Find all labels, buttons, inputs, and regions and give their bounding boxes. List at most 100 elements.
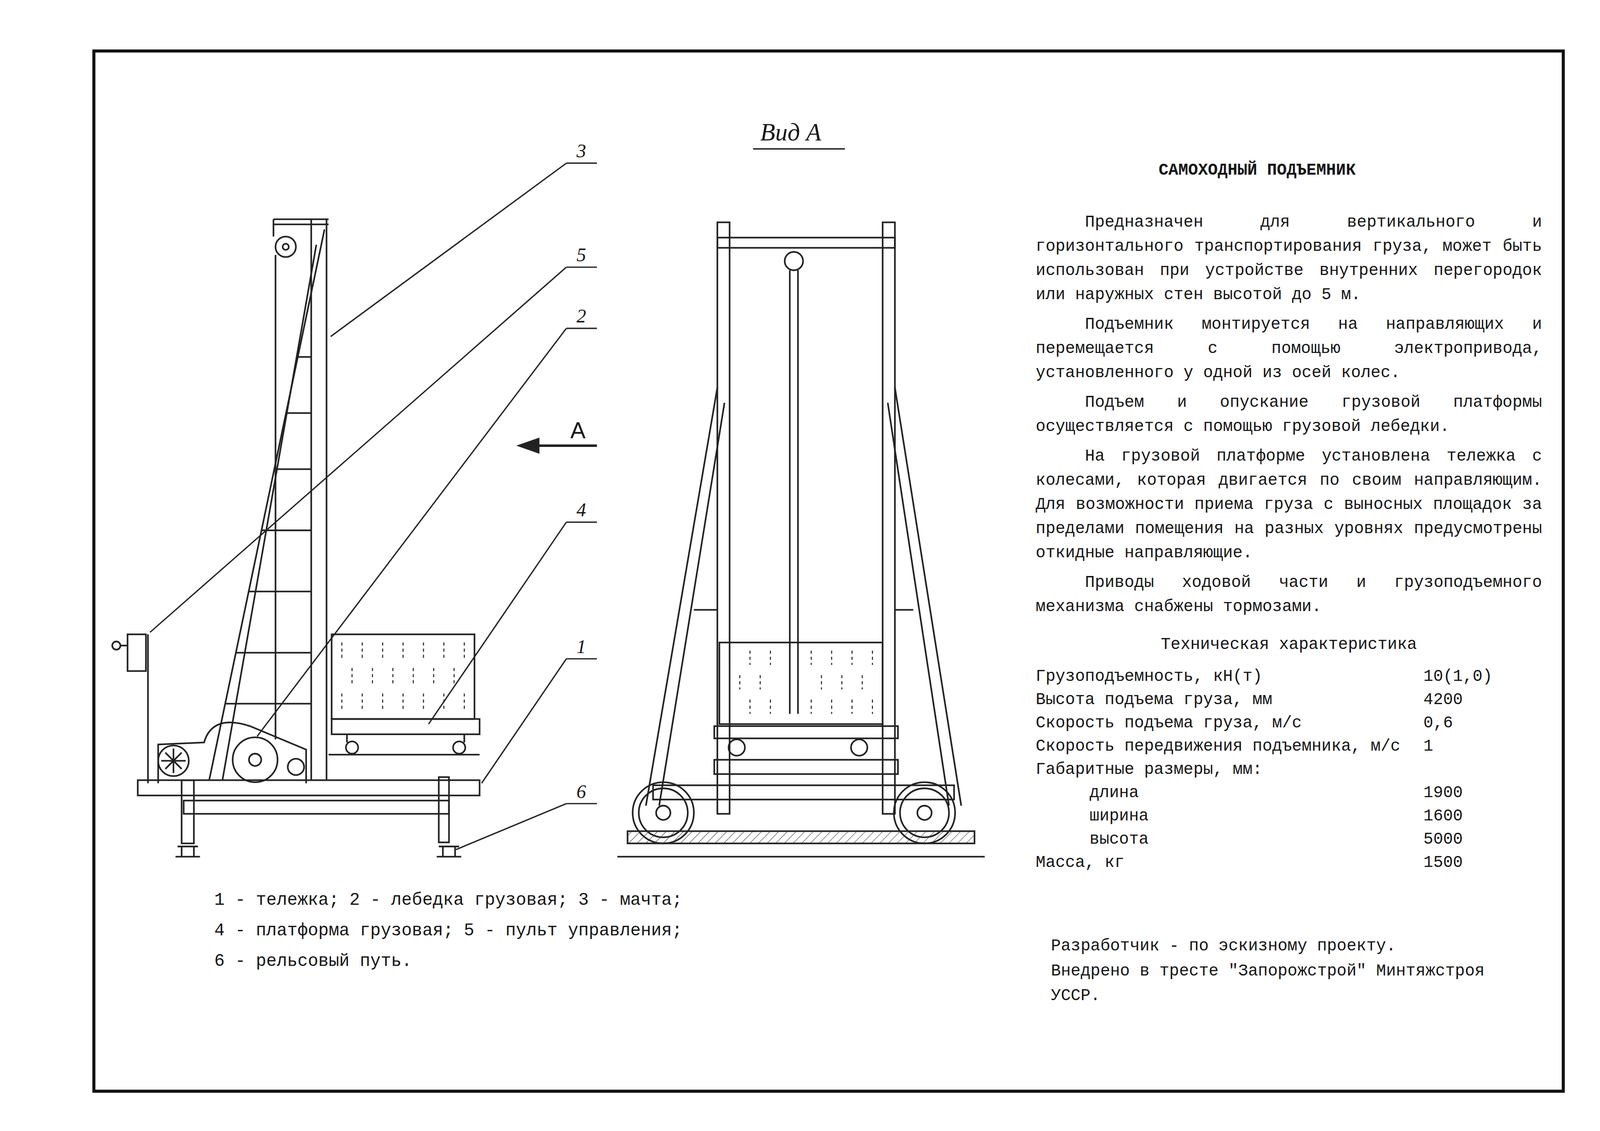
- front-view-part: [899, 788, 949, 838]
- spec-row: Масса, кг1500: [1035, 851, 1543, 875]
- side-view-part: [232, 737, 278, 783]
- parts-list-line: 1 - тележка; 2 - лебедка грузовая; 3 - м…: [214, 889, 683, 911]
- front-view-part: [659, 402, 725, 806]
- side-view-part: [222, 244, 317, 781]
- developer-note: УССР.: [1050, 985, 1101, 1007]
- spec-name: длина: [1035, 781, 1424, 805]
- side-view-part: [297, 356, 312, 359]
- side-view-part: [452, 741, 466, 754]
- callout-number: 4: [576, 499, 587, 520]
- spec-name: Грузоподъемность, кН(т): [1035, 664, 1424, 689]
- leader-lines-part: [518, 438, 540, 453]
- side-view-part: [249, 590, 312, 593]
- side-view-part: [235, 651, 312, 654]
- spec-heading: Техническая характеристика: [1035, 632, 1543, 657]
- front-view-part: [645, 387, 718, 806]
- front-view-part: [638, 788, 688, 838]
- sheet-frame-part: [93, 51, 1564, 1092]
- front-view-part: [729, 650, 873, 715]
- spec-value: 4200: [1423, 688, 1463, 712]
- side-view-part: [345, 741, 359, 754]
- leader-lines-part: [535, 444, 598, 447]
- front-view-part: [717, 222, 730, 815]
- front-view-part: [719, 642, 883, 725]
- side-view-part: [287, 758, 305, 776]
- side-view-part: [112, 641, 121, 650]
- front-view-part: [917, 805, 932, 821]
- spec-row: ширина1600: [1035, 804, 1543, 828]
- description-paragraph: На грузовой платформе установлена тележк…: [1035, 444, 1543, 566]
- leader-lines-part: [150, 267, 567, 633]
- spec-row: длина1900: [1035, 781, 1543, 805]
- front-view: [617, 222, 985, 858]
- side-view-part: [275, 236, 297, 258]
- spec-name: Скорость передвижения подъемника, м/с: [1035, 734, 1424, 759]
- spec-name: ширина: [1035, 804, 1424, 828]
- leader-lines-part: [566, 266, 598, 268]
- spec-name: Высота подъема груза, мм: [1035, 688, 1424, 712]
- leader-lines-part: [566, 521, 598, 524]
- side-view-part: [310, 219, 313, 781]
- developer-note: Разработчик - по эскизному проекту.: [1050, 935, 1396, 957]
- front-view-part: [693, 608, 717, 611]
- side-view-part: [325, 219, 328, 781]
- sheet-title: САМОХОДНЫЙ ПОДЪЕМНИК: [1158, 160, 1356, 182]
- front-view-part: [894, 387, 962, 806]
- leader-lines-part: [330, 163, 567, 337]
- front-view-part: [617, 856, 985, 858]
- spec-row: Скорость подъема груза, м/с0,6: [1035, 711, 1543, 735]
- side-view-part: [127, 634, 146, 672]
- side-view-part: [328, 753, 480, 756]
- leader-lines-part: [566, 658, 598, 660]
- front-view-part: [627, 831, 975, 844]
- description-paragraph: Подъемник монтируется на направляющих и …: [1035, 312, 1543, 385]
- front-view-part: [714, 726, 899, 739]
- side-view-part: [436, 846, 462, 857]
- leader-lines-part: [456, 803, 567, 850]
- side-view-part: [209, 229, 325, 781]
- parts-list-line: 4 - платформа грузовая; 5 - пульт управл…: [214, 920, 683, 942]
- callout-number: 5: [576, 244, 587, 265]
- spec-value: 1: [1423, 734, 1434, 759]
- side-view-part: [273, 218, 329, 221]
- front-view-part: [717, 237, 895, 248]
- side-view-part: [285, 412, 312, 415]
- spec-value: 1500: [1423, 851, 1463, 875]
- side-view-part: [120, 644, 128, 647]
- side-view-part: [147, 634, 150, 784]
- callout-number: 1: [576, 636, 587, 657]
- front-view-part: [887, 402, 949, 806]
- front-view-part: [789, 270, 791, 715]
- sheet-frame: [93, 51, 1564, 1092]
- spec-row: высота5000: [1035, 827, 1543, 852]
- spec-value: 5000: [1423, 827, 1463, 852]
- leader-lines-part: [566, 162, 598, 164]
- side-view-part: [137, 780, 480, 796]
- side-view-part: [274, 254, 277, 740]
- leader-lines-part: [428, 522, 567, 725]
- spec-row: Скорость передвижения подъемника, м/с1: [1035, 734, 1543, 759]
- front-view-part: [714, 759, 899, 775]
- view-arrow-label: А: [570, 418, 586, 443]
- side-view-part: [463, 734, 466, 743]
- spec-row: Габаритные размеры, мм:: [1035, 758, 1543, 782]
- front-view-part: [728, 739, 745, 756]
- spec-name: Габаритные размеры, мм:: [1035, 758, 1424, 782]
- side-view-part: [158, 745, 189, 777]
- side-view-part: [438, 777, 449, 843]
- side-view-part: [331, 719, 480, 735]
- callout-number: 6: [576, 781, 587, 802]
- spec-row: Высота подъема груза, мм4200: [1035, 688, 1543, 712]
- side-view-part: [175, 846, 201, 857]
- side-view-part: [346, 734, 349, 743]
- spec-row: Грузоподъемность, кН(т)10(1,0): [1035, 664, 1543, 689]
- leader-lines-part: [753, 148, 845, 150]
- spec-name: Скорость подъема груза, м/с: [1035, 711, 1424, 735]
- front-view-part: [882, 222, 895, 815]
- view-label: Вид А: [760, 118, 822, 146]
- side-view-part: [272, 219, 275, 237]
- spec-value: 1900: [1423, 781, 1463, 805]
- callout-number: 2: [576, 306, 587, 327]
- leader-lines-part: [481, 659, 567, 784]
